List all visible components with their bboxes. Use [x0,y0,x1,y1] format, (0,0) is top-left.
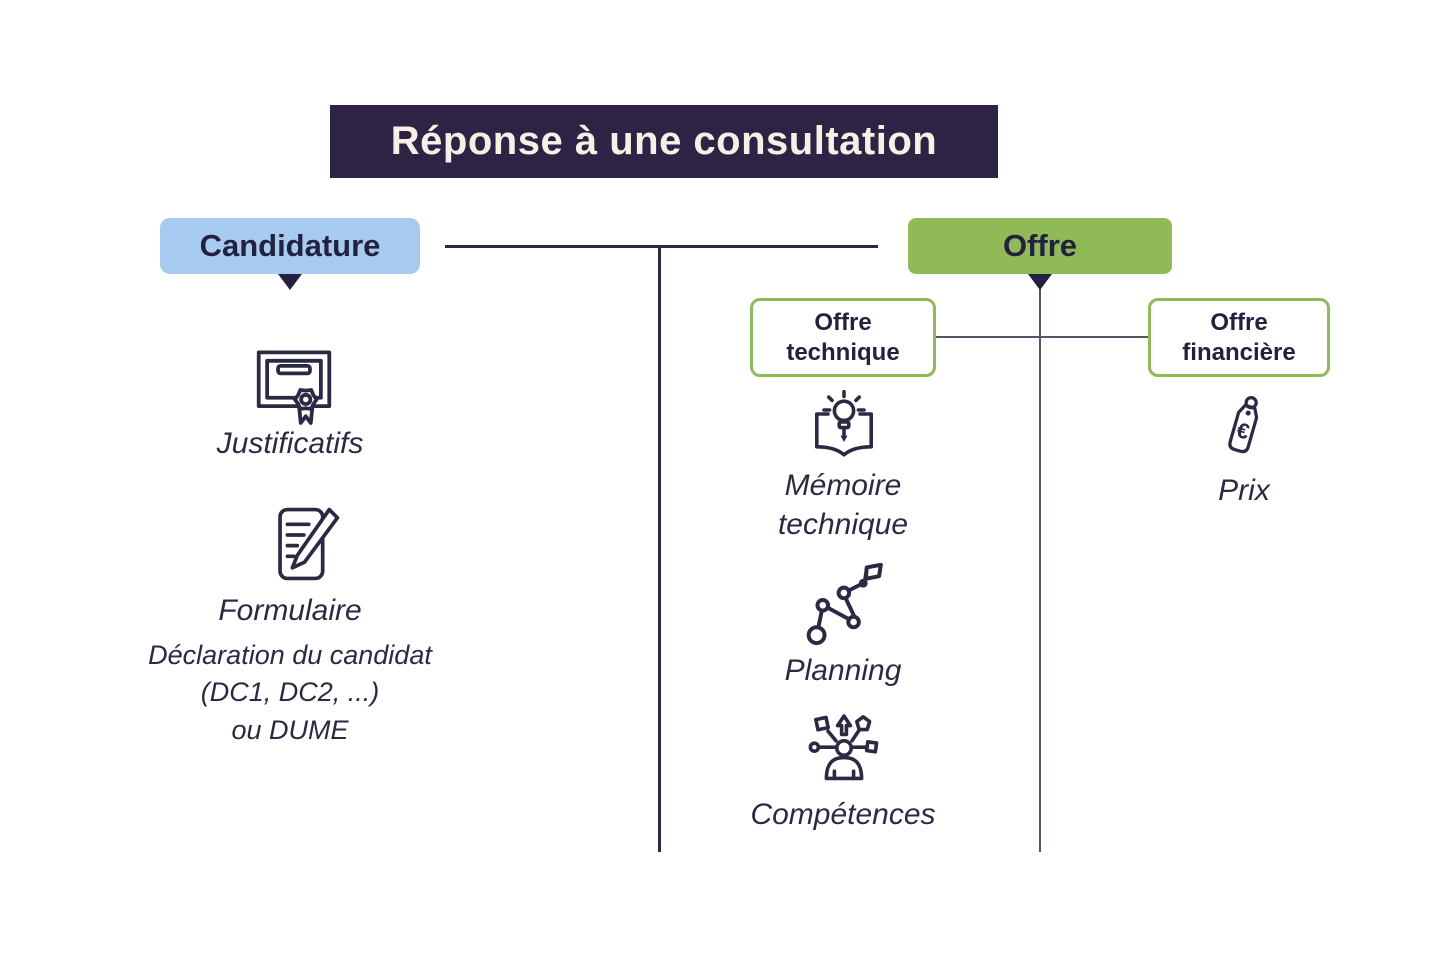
label-memoire-technique: Mémoire technique [777,469,909,541]
label-competences: Compétences [750,798,936,831]
label-planning: Planning [784,654,902,687]
label-declaration: Déclaration du candidat (DC1, DC2, ...) … [90,637,490,749]
connector-candidature-offre [445,245,878,248]
declaration-line-2: (DC1, DC2, ...) [200,677,380,708]
declaration-line-3: ou DUME [231,714,349,745]
label-prix: Prix [1218,474,1270,507]
node-offre-financiere: Offre financière [1148,298,1330,377]
node-offre-technique: Offre technique [750,298,936,377]
label-justificatifs: Justificatifs [216,427,364,460]
connector-technique-financiere [934,336,1150,338]
arrow-down-candidature-icon [278,274,302,290]
connector-offre-vertical [1039,288,1041,852]
connector-main-vertical [658,245,661,852]
label-formulaire: Formulaire [218,594,362,627]
skills-person-icon [804,708,884,788]
page-title: Réponse à une consultation [330,105,998,178]
milestones-flag-icon [798,563,888,651]
price-tag-euro-icon: € [1208,388,1280,470]
certificate-icon [252,342,336,430]
node-offre: Offre [908,218,1172,274]
declaration-line-1: Déclaration du candidat [148,640,432,670]
book-idea-icon [804,390,884,470]
arrow-down-offre-icon [1028,274,1052,290]
form-pen-icon [262,503,344,585]
node-candidature: Candidature [160,218,420,274]
